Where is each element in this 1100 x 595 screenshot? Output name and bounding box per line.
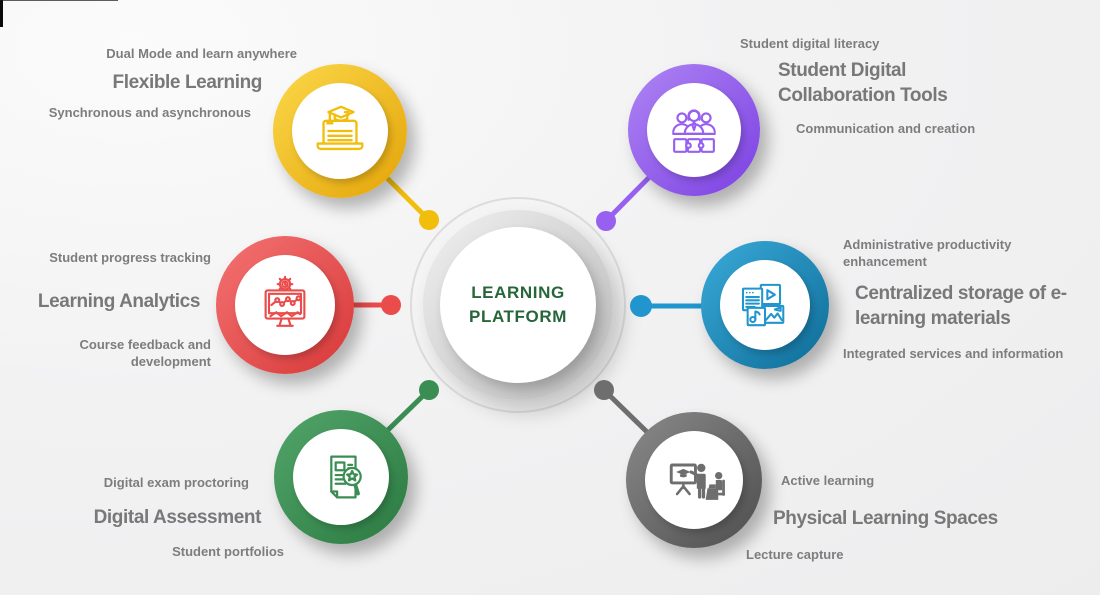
note-admin-productivity: Administrative productivity enhancement xyxy=(843,237,1012,269)
note-student-portfolios: Student portfolios xyxy=(172,544,284,559)
hub-title-line1: LEARNING xyxy=(471,283,565,303)
title-collaboration-tools: Student Digital Collaboration Tools xyxy=(778,60,948,107)
circle-inner xyxy=(292,83,388,179)
circle-digital-assessment xyxy=(274,410,408,544)
screen-edge-artifact xyxy=(0,0,118,1)
title-digital-assessment: Digital Assessment xyxy=(93,507,262,528)
laptop-graduation-icon xyxy=(316,105,364,151)
document-search-icon xyxy=(330,455,362,499)
circle-collaboration-tools xyxy=(628,64,760,196)
note-progress-tracking: Student progress tracking xyxy=(49,250,211,265)
media-library-icon xyxy=(741,283,785,327)
circle-inner xyxy=(720,260,810,350)
note-synchronous: Synchronous and asynchronous xyxy=(48,105,251,120)
hub-circle: LEARNING PLATFORM xyxy=(440,227,596,383)
circle-inner xyxy=(235,255,335,355)
circle-physical-spaces xyxy=(626,412,762,548)
note-digital-literacy: Student digital literacy xyxy=(740,36,880,51)
note-integrated-services: Integrated services and information xyxy=(843,346,1064,361)
screen-edge-artifact xyxy=(0,0,3,27)
analytics-monitor-icon xyxy=(264,275,306,327)
note-course-feedback: Course feedback and development xyxy=(79,337,212,369)
hub-outer-ring xyxy=(410,197,626,413)
hub-title-line2: PLATFORM xyxy=(469,307,567,326)
circle-inner xyxy=(293,429,389,525)
note-dual-mode: Dual Mode and learn anywhere xyxy=(106,46,297,61)
circle-learning-analytics xyxy=(216,236,354,374)
note-communication-creation: Communication and creation xyxy=(796,121,976,136)
note-lecture-capture: Lecture capture xyxy=(746,547,844,562)
title-flexible-learning: Flexible Learning xyxy=(112,72,263,93)
classroom-presentation-icon xyxy=(669,463,725,500)
note-active-learning: Active learning xyxy=(781,473,875,488)
title-centralized-storage: Centralized storage of e-learning materi… xyxy=(855,283,1067,330)
circle-flexible-learning xyxy=(273,64,407,198)
team-puzzle-icon xyxy=(672,109,716,153)
title-learning-analytics: Learning Analytics xyxy=(37,291,200,312)
note-exam-proctoring: Digital exam proctoring xyxy=(103,475,249,490)
circle-centralized-storage xyxy=(701,241,829,369)
circle-inner xyxy=(645,431,743,529)
circle-inner xyxy=(647,83,741,177)
title-physical-spaces: Physical Learning Spaces xyxy=(773,508,998,529)
